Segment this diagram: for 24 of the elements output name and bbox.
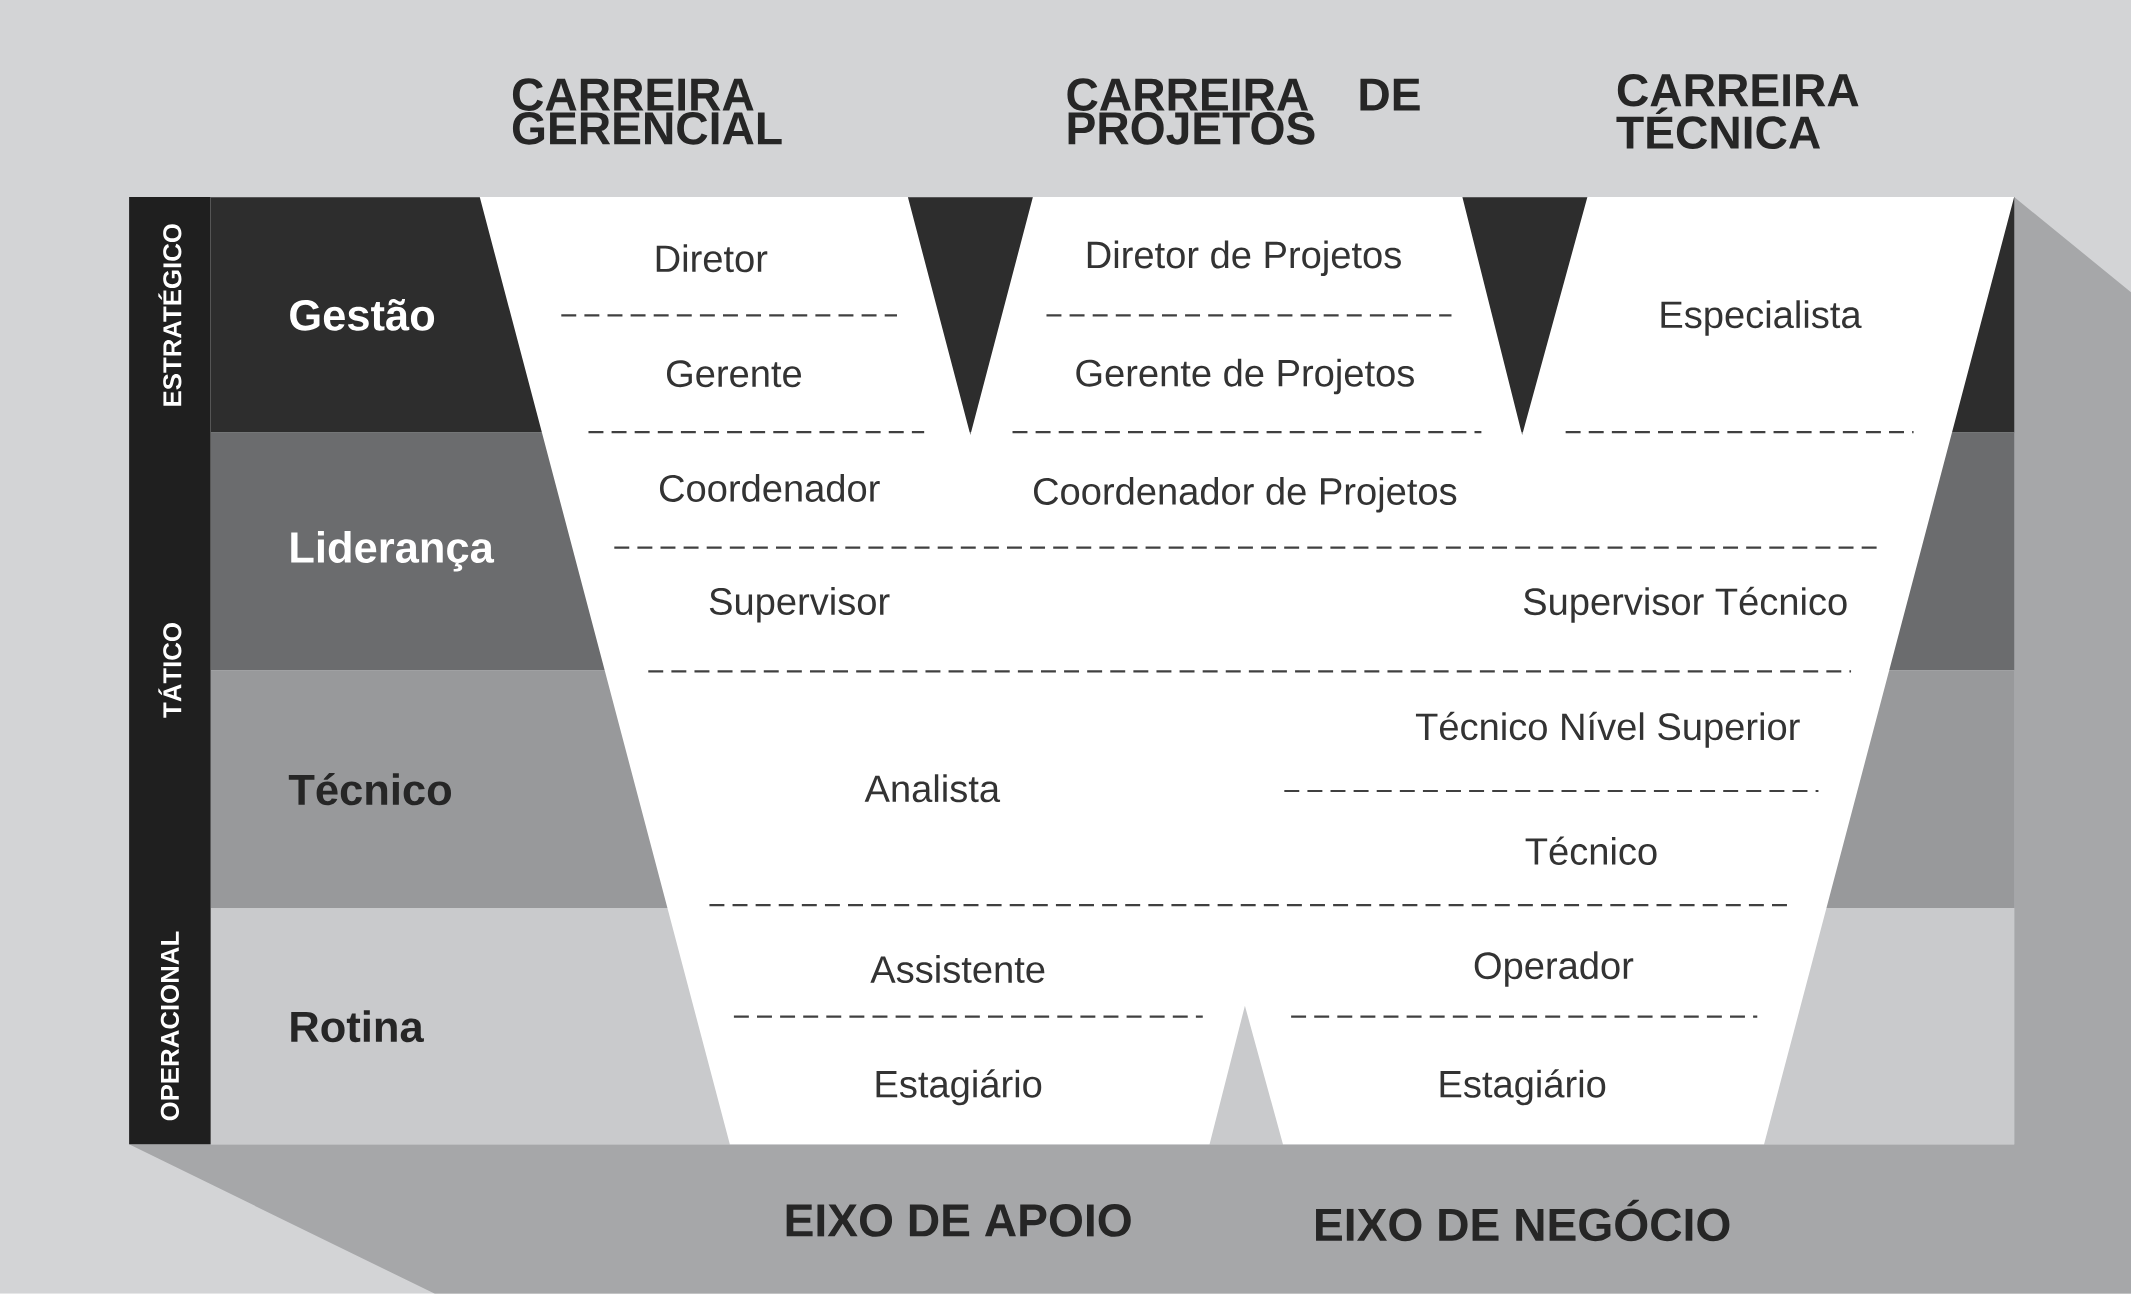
job-title: Gerente de Projetos xyxy=(1076,358,1414,395)
job-title: Supervisor xyxy=(709,587,890,623)
axis-label: EIXO DE NEGÓCIO xyxy=(1316,1199,1730,1242)
job-title: Diretor xyxy=(656,244,768,273)
job-title: Coordenador xyxy=(659,474,880,502)
job-title: Técnico Nível Superior xyxy=(1415,711,1800,748)
level-label: OPERACIONAL xyxy=(160,931,179,1121)
job-title: Assistente xyxy=(870,955,1045,984)
level-label: TÁTICO xyxy=(158,623,182,718)
job-title: Especialista xyxy=(1661,300,1862,336)
job-title: Técnico xyxy=(1525,836,1657,866)
job-title: Operador xyxy=(1474,951,1634,987)
job-title: Supervisor Técnico xyxy=(1523,586,1847,623)
column-heading: CARREIRA GERENCIAL xyxy=(512,78,782,145)
job-title: Coordenador de Projetos xyxy=(1034,477,1457,513)
job-title: Estagiário xyxy=(1440,1069,1606,1106)
column-heading: CARREIRA DE PROJETOS xyxy=(1067,78,1420,145)
job-title: Diretor de Projetos xyxy=(1087,240,1401,277)
job-title: Estagiário xyxy=(876,1069,1042,1106)
axis-label: EIXO DE APOIO xyxy=(786,1204,1131,1237)
level-label: ESTRATÉGICO xyxy=(158,224,182,406)
job-title: Gerente xyxy=(667,360,802,388)
column-heading: CARREIRA TÉCNICA xyxy=(1616,74,1859,150)
job-title: Analista xyxy=(864,774,1001,803)
